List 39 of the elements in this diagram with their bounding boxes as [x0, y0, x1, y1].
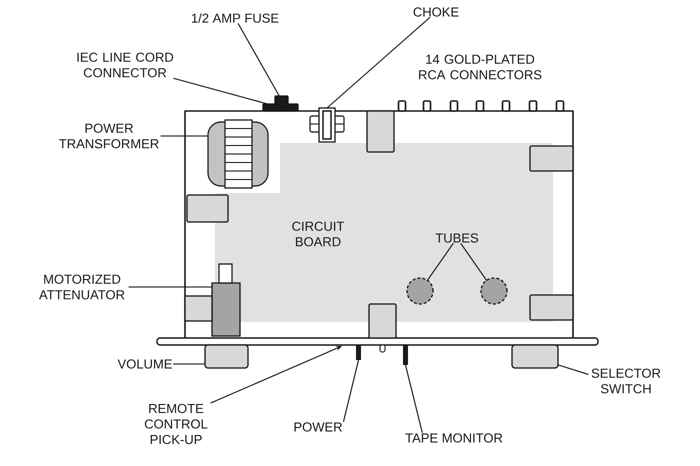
leader-line	[326, 17, 430, 109]
tube	[480, 277, 508, 305]
component-block	[366, 110, 395, 153]
attenuator	[211, 282, 241, 337]
knob	[511, 344, 559, 369]
knob	[204, 344, 249, 369]
fuse	[274, 95, 289, 105]
leader-line	[426, 243, 454, 281]
switch-lever	[356, 345, 361, 360]
leader-line	[128, 286, 213, 288]
component-block	[368, 303, 397, 339]
tube	[406, 277, 434, 305]
part-label: SELECTOR SWITCH	[592, 368, 660, 394]
leader-line	[404, 364, 423, 433]
power-inlet	[262, 103, 299, 112]
component-block	[529, 145, 574, 172]
leader-line	[343, 359, 360, 422]
transformer	[207, 119, 269, 189]
leader-line	[160, 135, 209, 137]
leader-line	[238, 23, 280, 97]
part-label: 14 GOLD-PLATED RCA CONNECTORS	[419, 54, 542, 80]
part-label: TUBES	[436, 233, 478, 243]
leader-line	[172, 363, 206, 365]
part-label: IEC LINE CORD CONNECTOR	[77, 52, 174, 78]
component-block	[186, 194, 229, 223]
switch-lever	[403, 345, 408, 365]
part-label: POWER	[294, 422, 342, 432]
component-block	[529, 294, 574, 321]
part-label: 1/2 AMP FUSE	[192, 13, 278, 23]
choke	[309, 107, 345, 143]
leader-line	[460, 243, 488, 281]
part-label: CHOKE	[414, 7, 459, 17]
part-label: TAPE MONITOR	[405, 433, 502, 443]
leader-line	[557, 364, 589, 375]
part-label: REMOTE CONTROL PICK-UP	[144, 404, 208, 444]
part-label: MOTORIZED ATTENUATOR	[39, 274, 124, 300]
part-label: VOLUME	[118, 359, 172, 369]
leader-line	[173, 78, 268, 105]
part-label: POWER TRANSFORMER	[59, 124, 159, 148]
